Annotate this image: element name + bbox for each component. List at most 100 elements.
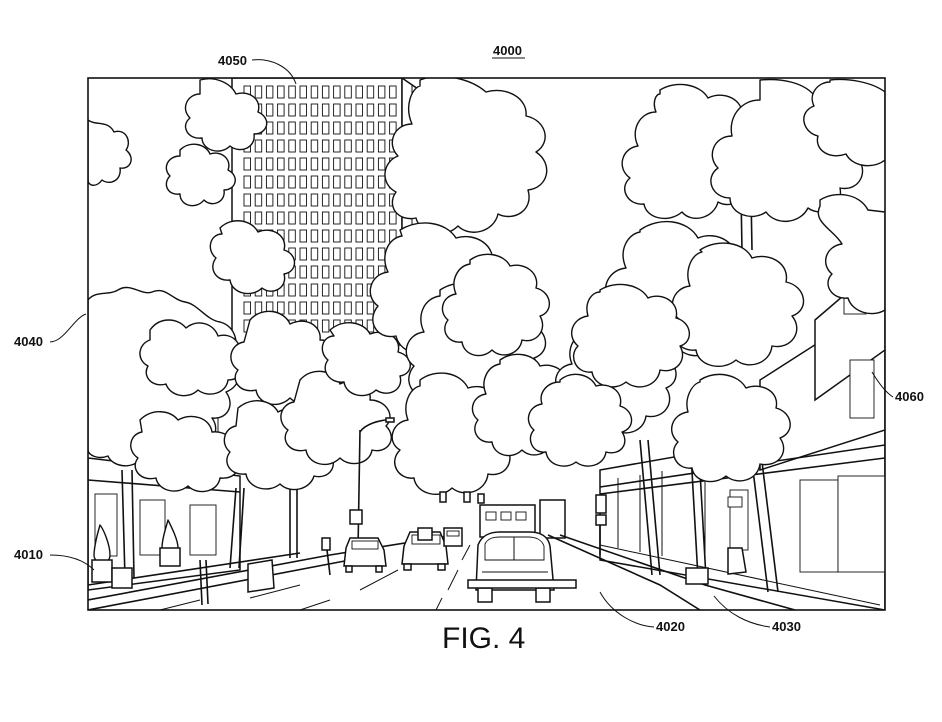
building-window — [288, 139, 296, 153]
building-window — [299, 157, 307, 171]
building-window — [310, 301, 319, 315]
building-window — [366, 175, 375, 189]
building-window — [243, 157, 251, 171]
building-window — [310, 157, 319, 171]
building-window — [243, 193, 251, 207]
building-window — [243, 301, 251, 315]
building-window — [321, 193, 330, 207]
building-window — [310, 139, 319, 153]
center-tree-canopy — [384, 78, 548, 235]
building-window — [355, 103, 363, 117]
building-window — [254, 85, 263, 99]
building-window — [277, 157, 285, 171]
building-window — [277, 121, 285, 135]
building-window — [333, 103, 341, 117]
building-window — [377, 85, 386, 99]
building-window — [265, 193, 274, 207]
vehicles — [343, 527, 577, 603]
building-window — [299, 103, 307, 117]
building-window — [366, 103, 375, 117]
building-window — [254, 139, 263, 153]
building-window — [288, 283, 296, 297]
building-window — [321, 301, 330, 315]
building-window — [299, 265, 307, 279]
building-window — [321, 103, 330, 117]
building-window — [265, 175, 274, 189]
building-window — [344, 283, 352, 297]
building-window — [254, 193, 263, 207]
building-window — [355, 265, 363, 279]
building-window — [344, 157, 352, 171]
building-window — [377, 103, 386, 117]
callout-4040: 4040 — [14, 313, 87, 349]
building-window — [377, 175, 386, 189]
right-building — [599, 259, 885, 610]
building-window — [288, 211, 296, 225]
building-window — [265, 157, 274, 171]
building-window — [366, 265, 375, 279]
building-window — [265, 121, 274, 135]
building-window — [321, 121, 330, 135]
building-window — [299, 211, 307, 225]
building-window — [277, 85, 285, 99]
building-window — [344, 193, 352, 207]
callout-4060: 4060 — [871, 371, 924, 404]
building-window — [321, 265, 330, 279]
building-window — [355, 229, 363, 243]
label-4010: 4010 — [14, 547, 43, 562]
building-window — [344, 139, 352, 153]
building-window — [288, 229, 296, 243]
building-window — [265, 139, 274, 153]
car-left-1 — [343, 537, 387, 573]
figure-caption: FIG. 4 — [442, 622, 525, 655]
building-window — [277, 193, 285, 207]
building-window — [377, 121, 386, 135]
building-window — [389, 85, 397, 99]
building-window — [333, 283, 341, 297]
building-window — [355, 193, 363, 207]
building-window — [389, 121, 397, 135]
building-window — [310, 211, 319, 225]
label-4040: 4040 — [14, 334, 43, 349]
label-4020: 4020 — [656, 619, 685, 634]
building-window — [277, 211, 285, 225]
building-window — [389, 211, 397, 225]
callout-4010: 4010 — [14, 547, 95, 571]
building-window — [344, 211, 352, 225]
callout-4020: 4020 — [599, 591, 685, 634]
building-window — [377, 139, 386, 153]
building-window — [344, 265, 352, 279]
building-window — [299, 139, 307, 153]
building-window — [355, 157, 363, 171]
building-window — [377, 211, 386, 225]
building-window — [344, 103, 352, 117]
building-window — [333, 301, 341, 315]
building-window — [366, 139, 375, 153]
street-scene — [88, 78, 885, 610]
building-window — [321, 157, 330, 171]
building-window — [333, 265, 341, 279]
callout-4030: 4030 — [713, 595, 801, 634]
building-window — [310, 103, 319, 117]
building-window — [321, 283, 330, 297]
building-window — [355, 247, 363, 261]
building-window — [310, 85, 319, 99]
building-window — [344, 121, 352, 135]
delivery-van — [467, 531, 577, 603]
building-window — [344, 85, 352, 99]
building-window — [344, 301, 352, 315]
building-window — [333, 121, 341, 135]
building-window — [377, 157, 386, 171]
building-window — [277, 301, 285, 315]
building-window — [299, 301, 307, 315]
building-window — [299, 193, 307, 207]
building-window — [366, 157, 375, 171]
building-window — [333, 247, 341, 261]
building-window — [344, 229, 352, 243]
street-furniture — [91, 417, 747, 606]
building-window — [277, 103, 285, 117]
trees — [88, 78, 885, 593]
building-window — [389, 103, 397, 117]
building-window — [321, 211, 330, 225]
building-window — [254, 157, 263, 171]
